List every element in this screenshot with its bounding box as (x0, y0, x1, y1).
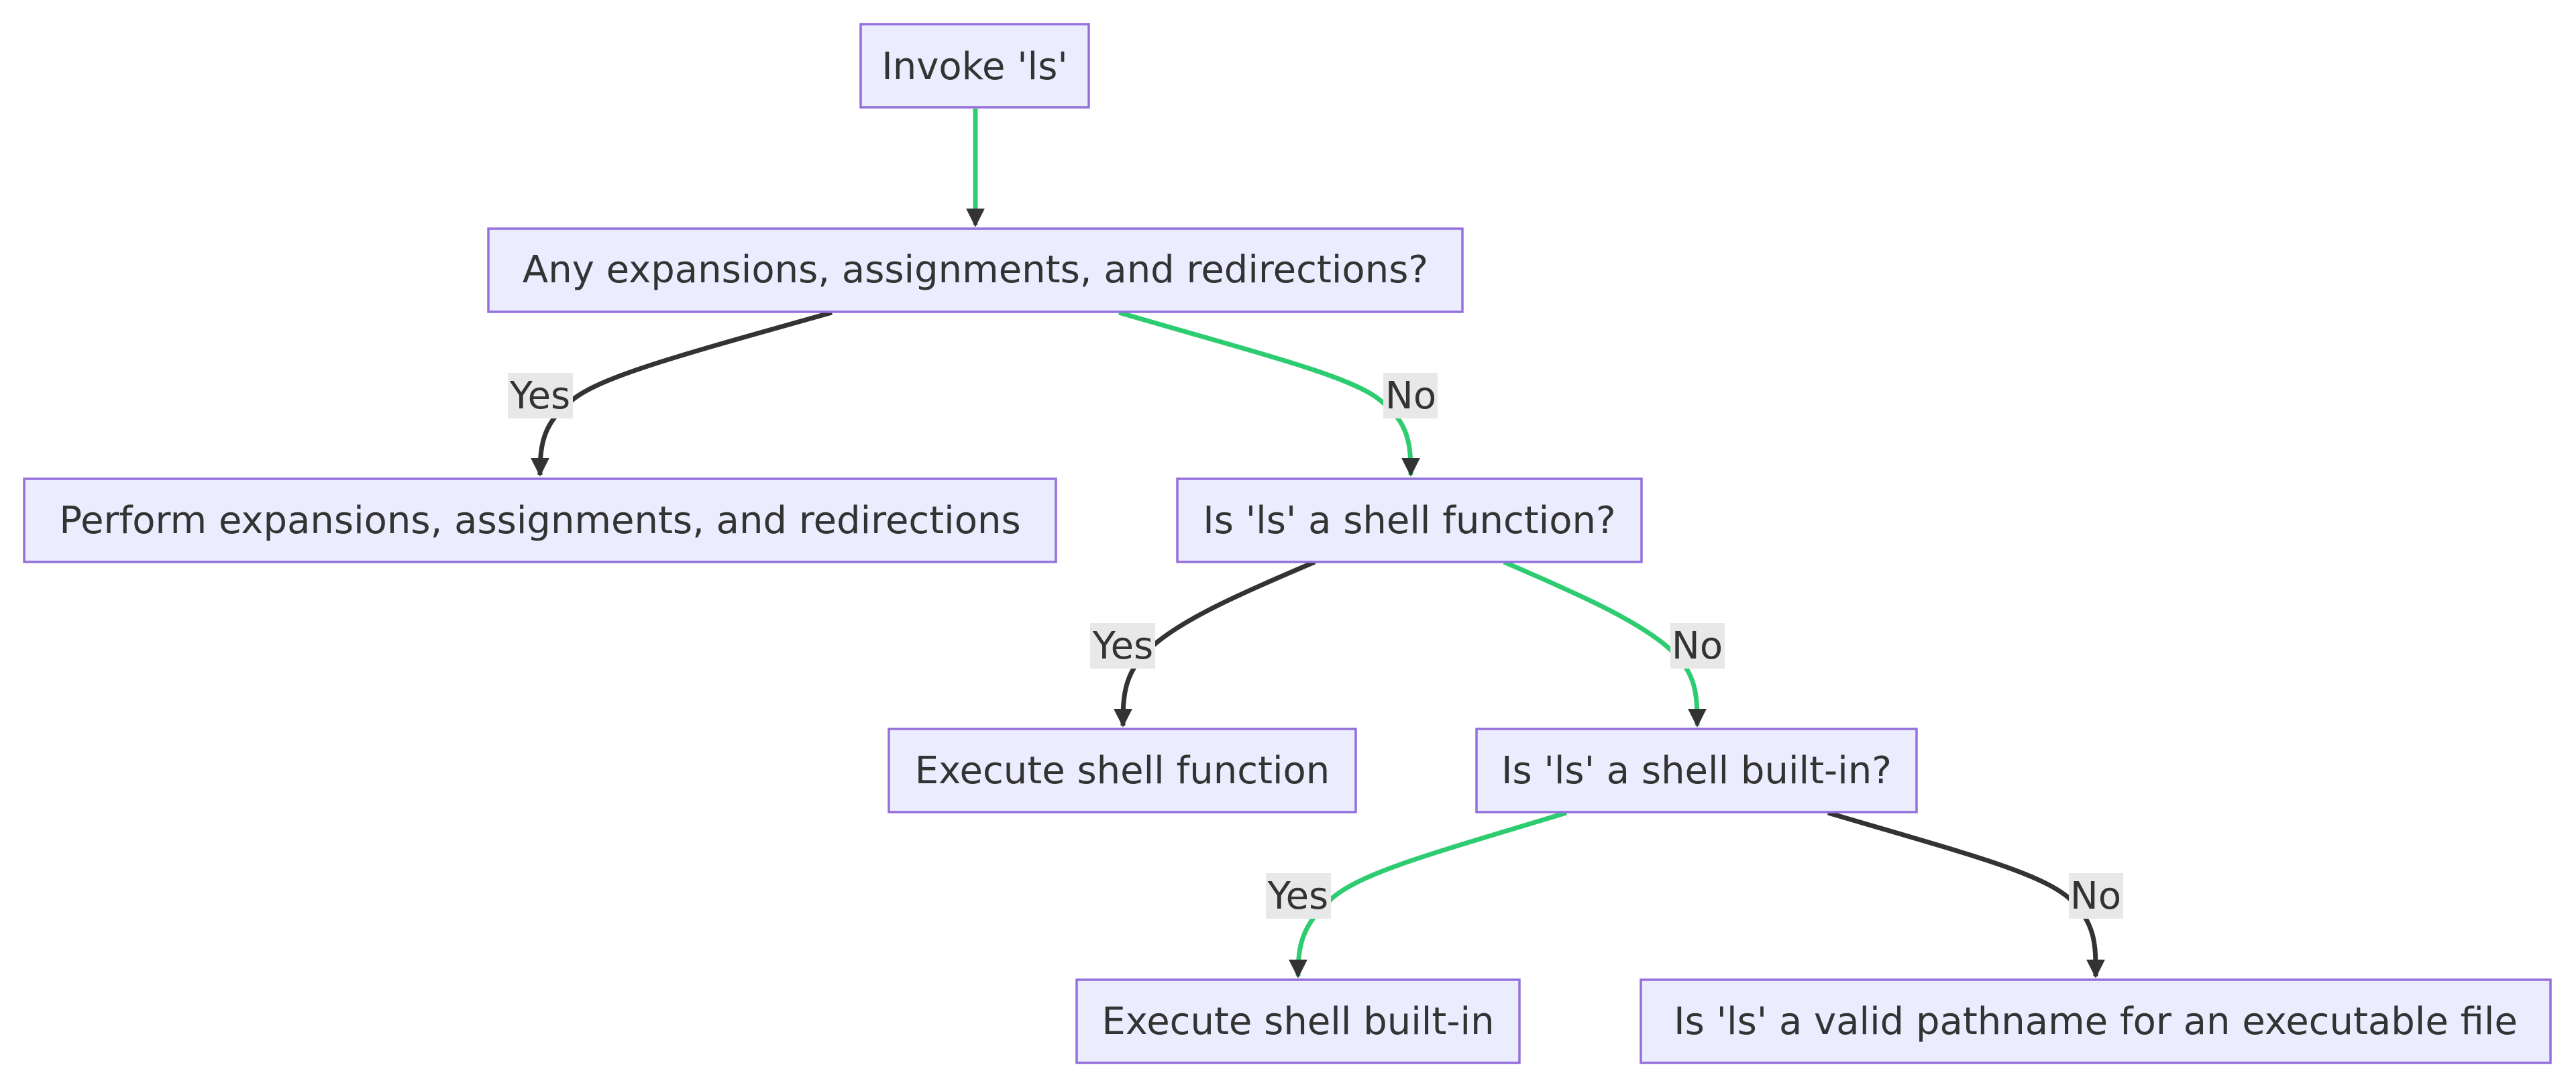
edge-shell-function-no (1503, 559, 1707, 728)
edge-label-shell-function-no: No (1670, 623, 1725, 669)
node-label: Invoke 'ls' (881, 45, 1068, 89)
edge-label-text: No (2070, 874, 2121, 918)
edge-shell-function-yes (1114, 559, 1316, 728)
edge-label-builtin-yes: Yes (1266, 873, 1331, 919)
node-execute-shell-builtin: Execute shell built-in (1075, 978, 1521, 1064)
node-label: Is 'ls' a shell function? (1203, 499, 1615, 543)
edge-label-text: Yes (1267, 874, 1328, 918)
edge-label-builtin-no: No (2069, 873, 2123, 919)
edge-builtin-no (1827, 810, 2106, 978)
edge-label-text: No (1672, 624, 1723, 668)
node-any-expansions: Any expansions, assignments, and redirec… (487, 227, 1464, 313)
edge-label-text: No (1385, 374, 1436, 418)
node-label: Execute shell built-in (1102, 1000, 1494, 1043)
node-label: Is 'ls' a shell built-in? (1501, 749, 1892, 793)
node-perform-expansions: Perform expansions, assignments, and red… (23, 477, 1057, 563)
edge-label-expansions-no: No (1383, 373, 1438, 418)
node-label: Is 'ls' a valid pathname for an executab… (1674, 1000, 2518, 1043)
edge-label-text: Yes (1092, 624, 1153, 668)
node-invoke-ls: Invoke 'ls' (859, 23, 1090, 109)
edge-label-expansions-yes: Yes (508, 373, 573, 418)
node-is-shell-builtin: Is 'ls' a shell built-in? (1475, 728, 1918, 813)
edge-expansions-yes (531, 310, 833, 477)
node-is-shell-function: Is 'ls' a shell function? (1176, 477, 1643, 563)
edge-label-shell-function-yes: Yes (1090, 623, 1155, 669)
node-label: Perform expansions, assignments, and red… (59, 499, 1020, 543)
edge-label-text: Yes (509, 374, 570, 418)
node-execute-shell-function: Execute shell function (888, 728, 1357, 813)
node-label: Execute shell function (915, 749, 1330, 793)
node-label: Any expansions, assignments, and redirec… (523, 248, 1428, 292)
node-is-valid-pathname: Is 'ls' a valid pathname for an executab… (1640, 978, 2552, 1064)
edge-expansions-no (1118, 310, 1420, 477)
edge-builtin-yes (1289, 810, 1568, 978)
